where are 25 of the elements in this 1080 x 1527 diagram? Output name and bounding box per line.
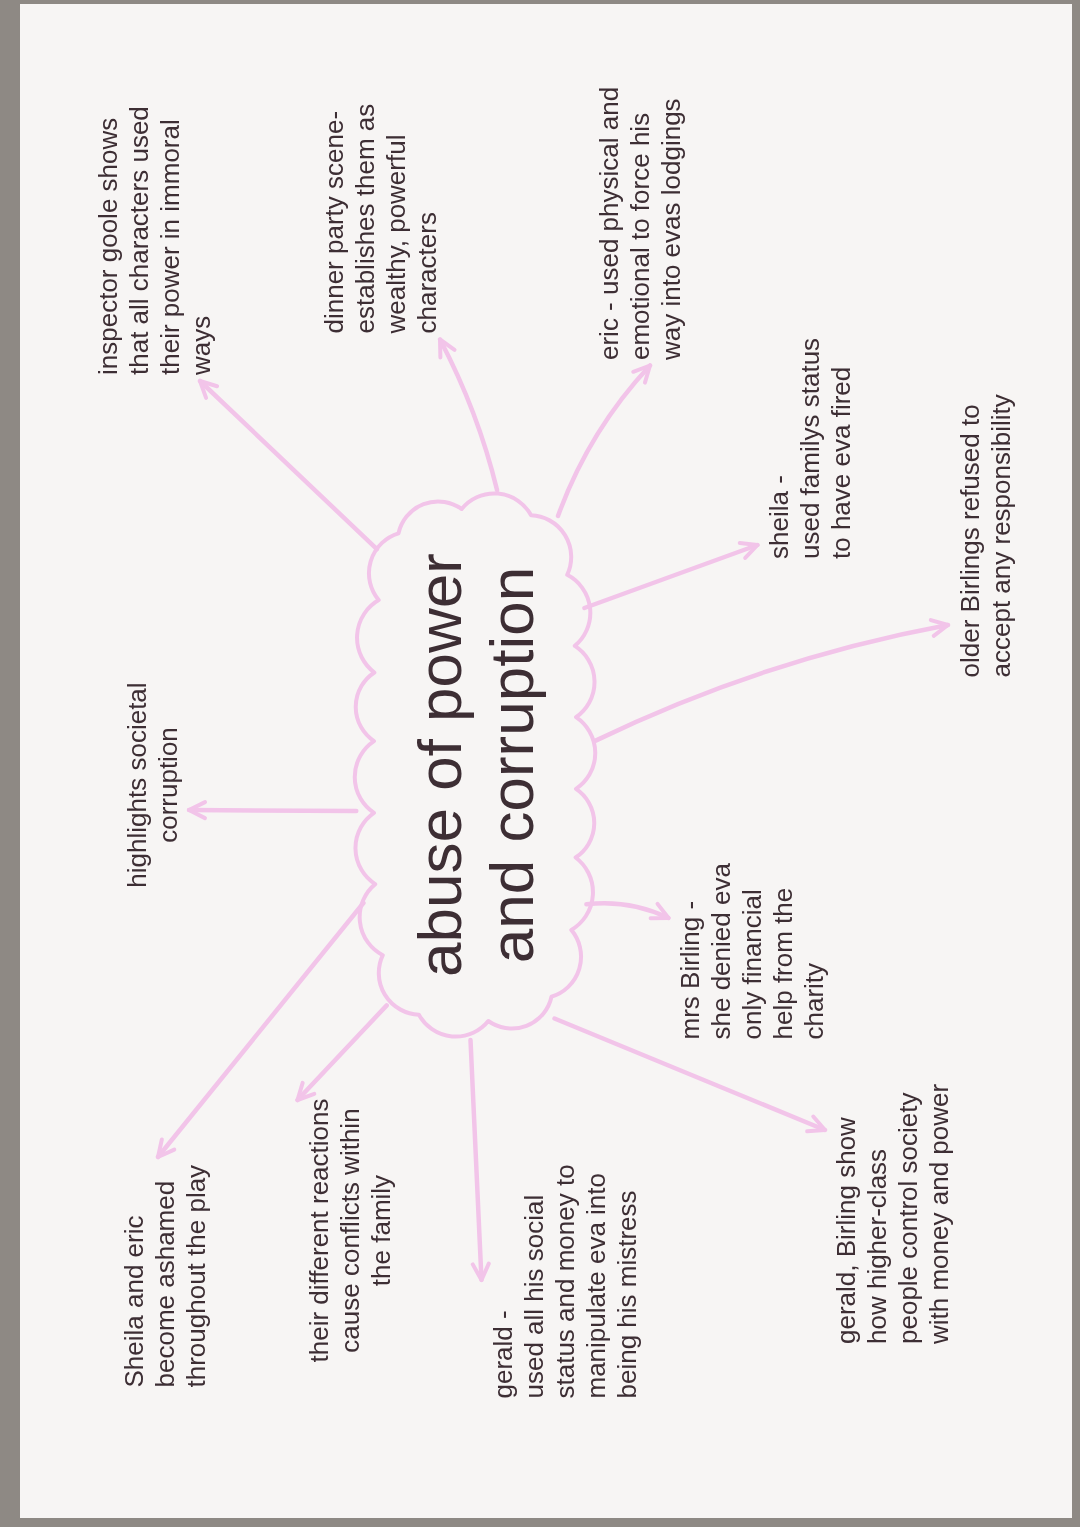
note-text: gerald, Birling show how higher-class people control society with money and power	[831, 1082, 955, 1344]
note-text: eric - used physical and emotional to force his way into evas lodgings	[593, 84, 687, 360]
arrow	[582, 540, 760, 611]
note-text: Sheila and eric become ashamed throughout the play	[118, 1163, 212, 1387]
note-text: she denied eva only financial help from the charity	[705, 861, 830, 1039]
note-heading: gerald -	[487, 1308, 519, 1398]
note-text: inspector goole shows that all characters used their power in immoral ways	[93, 105, 217, 375]
note-text: used all his social status and money to manipulate eva into being his mistress	[518, 1162, 643, 1398]
arrow	[295, 1003, 389, 1103]
arrow	[555, 363, 653, 519]
note-text: their different reactions cause conflicts within the family	[303, 1097, 397, 1363]
arrow	[437, 337, 500, 493]
note-heading: sheila -	[763, 473, 795, 559]
note-text: highlights societal corruption	[121, 681, 183, 889]
note-text: used familys status to have eva fired	[794, 336, 857, 559]
arrow	[155, 900, 366, 1160]
note-heading: mrs Birling -	[674, 899, 706, 1039]
note-text: older Birlings refused to accept any responsibility	[954, 392, 1016, 678]
arrow	[584, 901, 671, 921]
note-text: dinner party scene- establishes them as wealthy, powerful characters	[318, 102, 442, 334]
arrow	[592, 618, 951, 744]
arrow	[552, 1016, 828, 1134]
arrow	[197, 378, 380, 552]
arrow	[468, 1037, 491, 1283]
topic-title: abuse of power and corruption	[403, 552, 547, 978]
